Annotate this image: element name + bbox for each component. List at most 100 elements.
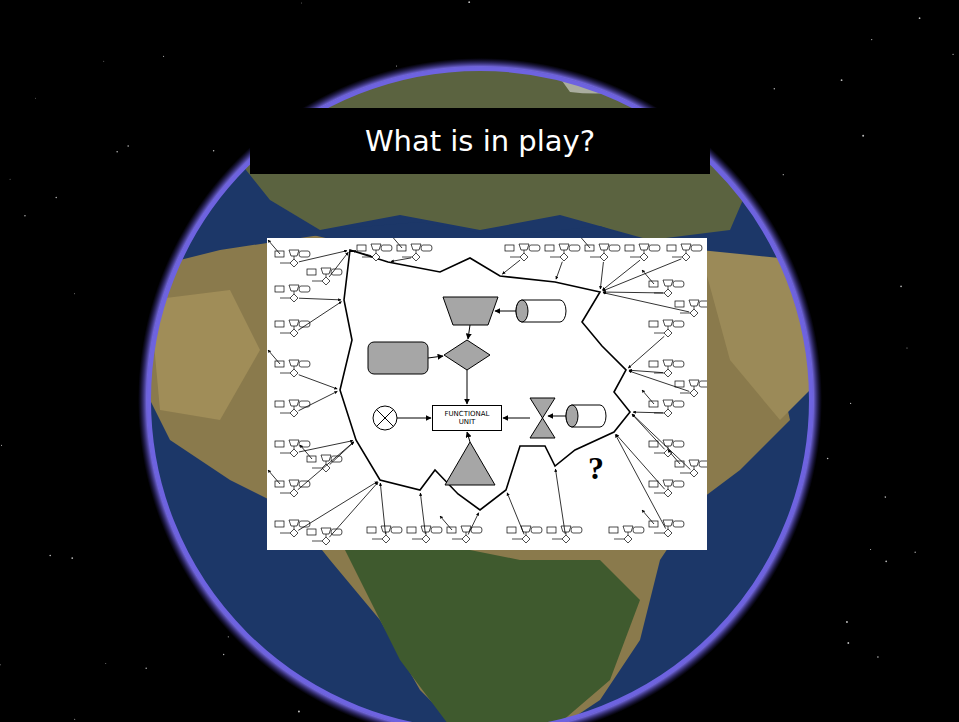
subsystem-cluster: [275, 320, 310, 337]
wire: [512, 539, 522, 540]
cylinder-symbol: [381, 245, 392, 251]
arrow-line: [600, 262, 603, 289]
block-symbol: [275, 321, 284, 327]
wire: [604, 250, 605, 253]
cross-circle: [373, 406, 397, 430]
wire: [294, 291, 295, 294]
star: [919, 17, 921, 19]
cylinder-symbol: [299, 251, 310, 257]
cylinder-symbol: [566, 405, 606, 427]
diamond-symbol: [290, 329, 298, 337]
block-symbol: [609, 527, 618, 533]
diamond-symbol: [290, 259, 298, 267]
wire: [654, 333, 664, 334]
trapezoid-symbol: [321, 455, 331, 461]
cylinder-symbol: [699, 301, 707, 307]
diamond-symbol: [690, 469, 698, 477]
arrow-line: [299, 375, 337, 389]
star: [847, 642, 849, 644]
wire: [294, 366, 295, 369]
subsystem-cluster: [625, 244, 660, 261]
diamond-symbol: [322, 537, 330, 545]
arrow-line: [556, 262, 562, 279]
wire: [654, 493, 664, 494]
cylinder-symbol: [633, 527, 644, 533]
trapezoid-symbol: [289, 480, 299, 486]
subsystem-cluster: [275, 400, 310, 417]
trapezoid-symbol: [289, 320, 299, 326]
trapezoid-symbol: [411, 244, 421, 250]
wire: [280, 333, 290, 334]
cylinder-symbol: [531, 527, 542, 533]
wire: [326, 461, 327, 464]
subsystem-cluster: [649, 480, 684, 497]
arrow-line: [300, 445, 312, 459]
star: [127, 145, 129, 147]
block-symbol: [407, 527, 416, 533]
wire: [654, 533, 664, 534]
wire: [668, 286, 669, 289]
cylinder-symbol: [673, 321, 684, 327]
wire: [294, 326, 295, 329]
question-mark: ?: [588, 452, 604, 484]
diamond-symbol: [422, 535, 430, 543]
wire: [294, 256, 295, 259]
block-symbol: [275, 441, 284, 447]
subsystem-cluster: [275, 360, 310, 377]
arrow-line: [632, 414, 690, 469]
wire: [680, 473, 690, 474]
flow-arrow: [397, 418, 431, 419]
trapezoid-symbol: [381, 526, 391, 532]
flow-arrow: [428, 356, 443, 358]
block-symbol: [275, 521, 284, 527]
trapezoid-symbol: [623, 526, 633, 532]
land-mass: [230, 60, 760, 240]
trapezoid-symbol: [663, 480, 673, 486]
diamond-symbol: [664, 529, 672, 537]
diamond-symbol: [664, 289, 672, 297]
block-symbol: [545, 245, 554, 251]
wire: [668, 366, 669, 369]
arrow-line: [468, 513, 479, 535]
trapezoid-symbol: [599, 244, 609, 250]
star: [116, 151, 118, 153]
trapezoid-symbol: [289, 250, 299, 256]
wire: [590, 257, 600, 258]
wire: [294, 486, 295, 489]
diamond-symbol: [664, 489, 672, 497]
subsystem-cluster: [505, 244, 540, 261]
diamond-symbol: [290, 449, 298, 457]
land-mass: [700, 250, 820, 420]
cylinder-symbol: [529, 245, 540, 251]
cylinder-symbol: [673, 361, 684, 367]
arrow-line: [632, 414, 665, 449]
cylinder-symbol: [649, 245, 660, 251]
star: [870, 549, 871, 550]
trapezoid-symbol: [519, 244, 529, 250]
arrow-line: [633, 412, 663, 414]
subsystem-cluster: [667, 244, 702, 261]
diagram-illustration: [268, 238, 707, 545]
arrow-line: [603, 259, 682, 291]
wire: [294, 446, 295, 449]
wire: [668, 406, 669, 409]
arrow-line: [603, 292, 663, 294]
subsystem-cluster: [585, 244, 620, 261]
star: [871, 39, 872, 40]
external-links: [268, 238, 690, 537]
triangle-symbol: [445, 442, 495, 485]
diamond-symbol: [690, 389, 698, 397]
star: [915, 552, 916, 553]
wire: [280, 298, 290, 299]
star: [0, 664, 1, 665]
block-symbol: [275, 401, 284, 407]
cylinder-symbol: [673, 521, 684, 527]
wire: [694, 466, 695, 469]
block-symbol: [367, 527, 376, 533]
block-symbol: [507, 527, 516, 533]
wire: [466, 532, 467, 535]
wire: [376, 250, 377, 253]
wire: [294, 526, 295, 529]
trapezoid-symbol: [561, 526, 571, 532]
arrow-line: [391, 258, 411, 262]
